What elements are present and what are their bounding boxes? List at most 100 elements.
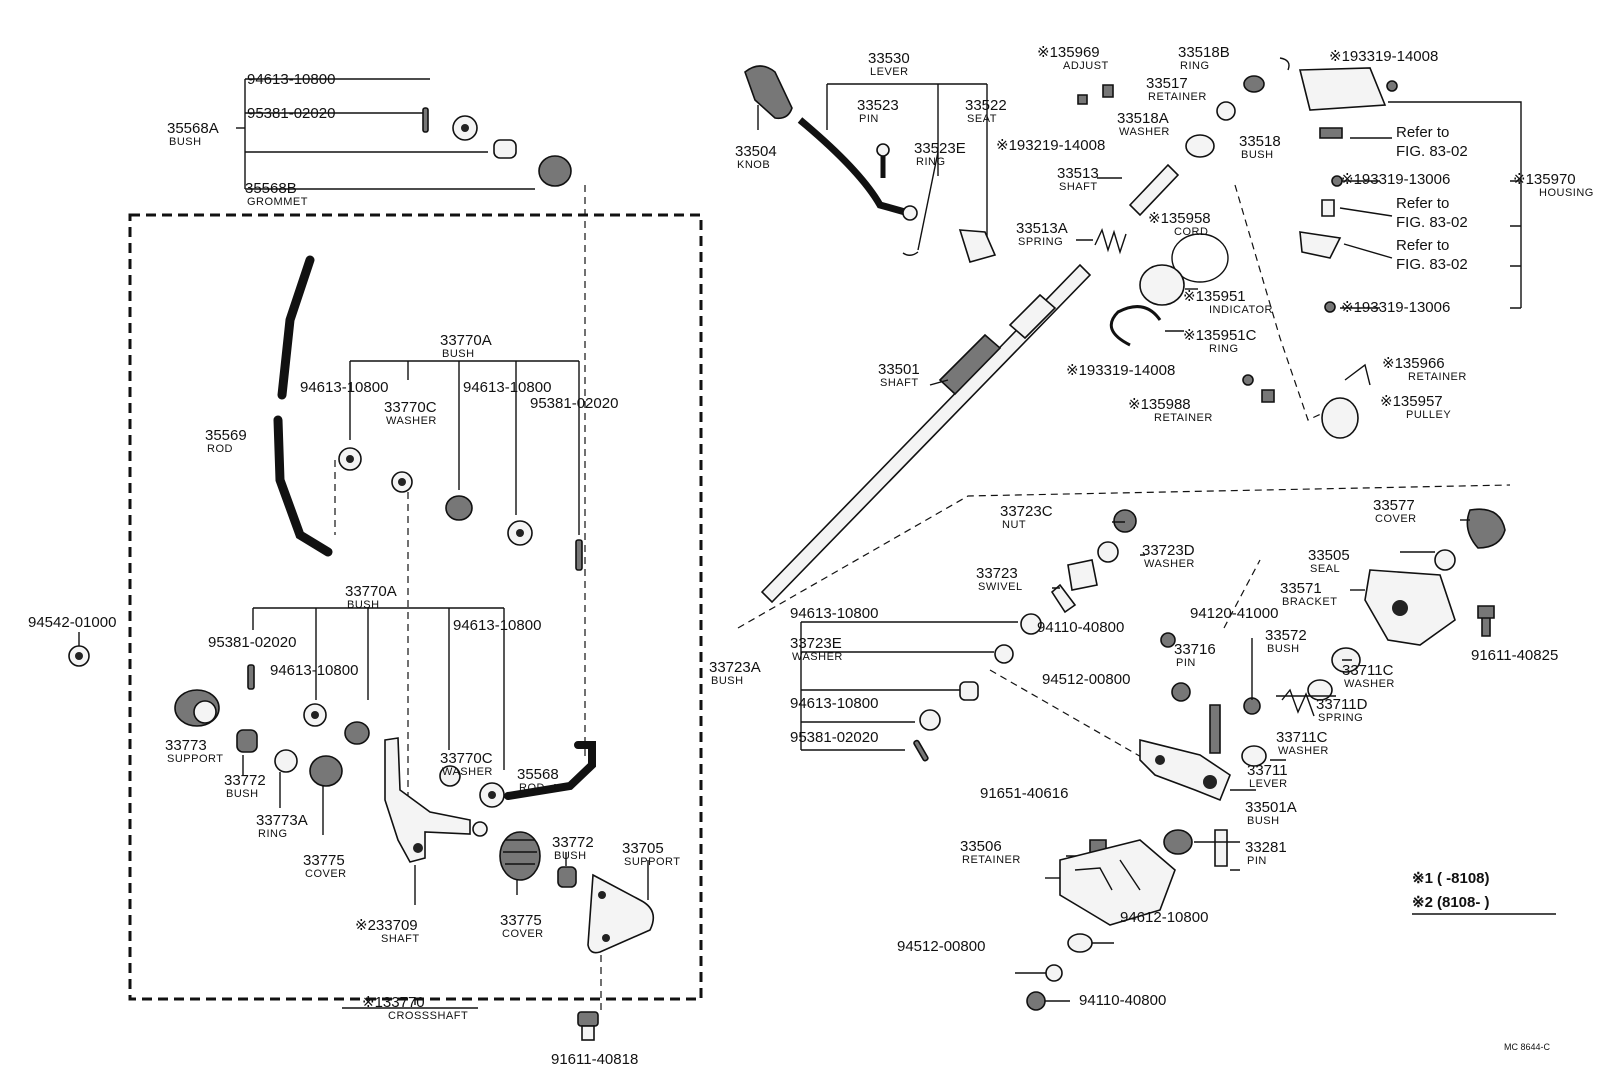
- part-label-95381-02020: 95381-02020: [208, 634, 296, 651]
- part-number: ※135966: [1382, 355, 1445, 372]
- part-label-94613-10800: 94613-10800: [790, 695, 878, 712]
- washer-lower-3: [439, 765, 461, 787]
- part-number: 33705: [622, 840, 664, 857]
- legend-n2-text: (8108- ): [1437, 894, 1490, 911]
- screw-93319-13006-a: [1331, 175, 1343, 187]
- leader-33530: [826, 83, 988, 245]
- part-name: ADJUST: [1063, 60, 1109, 72]
- screw-93319-14008-mid: [1242, 374, 1254, 386]
- part-label-94613-10800: 94613-10800: [463, 379, 551, 396]
- svg-text:FIG. 83-02: FIG. 83-02: [1396, 214, 1468, 231]
- legend-n1-text: ( -8108): [1437, 870, 1490, 887]
- part-number: ※193319-13006: [1341, 171, 1450, 188]
- part-number: 33770C: [384, 399, 437, 416]
- part-number: 33572: [1265, 627, 1307, 644]
- knob-33504-drawing: [744, 65, 793, 120]
- part-name: SEAL: [1310, 563, 1340, 575]
- leader-33770A-upper: [349, 360, 580, 535]
- washer-33518A-drawing: [1216, 101, 1236, 121]
- part-number: ※193319-13006: [1341, 299, 1450, 316]
- part-label-93219-14008: ※193219-14008: [996, 137, 1105, 154]
- bolt-91611-40825: [1477, 605, 1495, 637]
- part-label-93319-13006: ※193319-13006: [1341, 171, 1450, 188]
- retainer-33506-drawing: [1059, 839, 1176, 926]
- pin-95381-drawing: [913, 739, 929, 762]
- part-name: RETAINER: [1148, 91, 1207, 103]
- part-number: 33523E: [914, 140, 966, 157]
- part-label-94110-40800: 94110-40800: [1037, 619, 1124, 636]
- part-name: BUSH: [169, 136, 202, 148]
- svg-text:FIG. 83-02: FIG. 83-02: [1396, 143, 1468, 160]
- part-number: 33773: [165, 737, 207, 754]
- washer-33711C-b: [1241, 745, 1267, 767]
- part-name: INDICATOR: [1209, 304, 1273, 316]
- spring-33513A-drawing: [1094, 228, 1127, 255]
- bush-lower-2: [344, 721, 370, 745]
- part-number: 33522: [965, 97, 1007, 114]
- part-number: 94110-40800: [1037, 619, 1124, 636]
- legend: ※1 ( -8108) ※2 (8108- ): [1412, 870, 1490, 911]
- ring-33518B-drawing: [1279, 57, 1290, 71]
- screw-93319-13006-b: [1324, 301, 1336, 313]
- spring-33711D-drawing: [1281, 688, 1315, 717]
- part-number: 95381-02020: [790, 729, 878, 746]
- part-label-91611-40825: 91611-40825: [1471, 647, 1558, 664]
- part-label-93319-14008: ※193319-14008: [1329, 48, 1438, 65]
- part-name: WASHER: [1344, 678, 1395, 690]
- part-number: 33518: [1239, 133, 1281, 150]
- shaft-33709-tip: [472, 821, 488, 837]
- support-33773-inner: [193, 700, 217, 724]
- part-number: 33773A: [256, 812, 308, 829]
- lever-hole-a: [1155, 755, 1165, 765]
- leader-33501: [929, 379, 949, 386]
- part-number: 94613-10800: [463, 379, 551, 396]
- svg-text:FIG. 83-02: FIG. 83-02: [1396, 256, 1468, 273]
- part-label-93319-14008: ※193319-14008: [1066, 362, 1175, 379]
- bush-33772-drawing: [236, 729, 258, 753]
- part-label-95381-02020: 95381-02020: [790, 729, 878, 746]
- bush-33518-drawing: [1185, 134, 1215, 158]
- part-number: 33772: [552, 834, 594, 851]
- washer-94612-10800: [1067, 933, 1093, 953]
- part-name: BUSH: [1241, 149, 1274, 161]
- part-number: 33501A: [1245, 799, 1297, 816]
- part-name: GROMMET: [247, 196, 308, 208]
- legend-n2-mark: ※2: [1412, 894, 1433, 911]
- part-label-91611-40818: 91611-40818: [551, 1051, 638, 1068]
- part-number: 95381-02020: [208, 634, 296, 651]
- part-number: 95381-02020: [247, 105, 335, 122]
- screw-93319-14008-top: [1386, 80, 1398, 92]
- part-number: 33518B: [1178, 44, 1230, 61]
- part-number: 33775: [303, 852, 345, 869]
- support-33705-drawing: [587, 873, 655, 954]
- part-number: 33517: [1146, 75, 1188, 92]
- nut-94512-00800-a: [1171, 682, 1191, 702]
- part-name: BUSH: [1247, 815, 1280, 827]
- part-name: COVER: [1375, 513, 1417, 525]
- part-name: PIN: [1176, 657, 1196, 669]
- part-number: ※135970: [1513, 171, 1576, 188]
- part-number: 33505: [1308, 547, 1350, 564]
- part-number: 33518A: [1117, 110, 1169, 127]
- leader-35970: [1388, 101, 1522, 309]
- bracket-hole: [1392, 600, 1408, 616]
- part-name: RING: [1180, 60, 1210, 72]
- leader-33523E: [917, 151, 939, 251]
- part-number: 33723D: [1142, 542, 1195, 559]
- shaft-33709-hole: [413, 843, 423, 853]
- svg-text:Refer to: Refer to: [1396, 124, 1449, 141]
- part-number: 94613-10800: [790, 695, 878, 712]
- bush-drawing: [493, 139, 517, 159]
- leader-33770A-lower: [252, 607, 505, 770]
